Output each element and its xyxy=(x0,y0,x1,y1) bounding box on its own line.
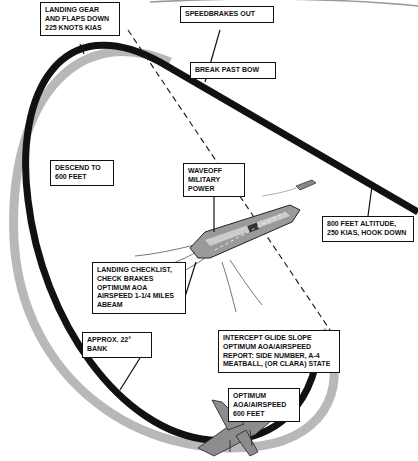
callout-text: DESCEND TO 600 FEET xyxy=(55,164,109,182)
callout-box: INTERCEPT GLIDE SLOPE OPTIMUM AOA/AIRSPE… xyxy=(218,330,340,373)
callout-text: LANDING GEAR AND FLAPS DOWN 225 KNOTS KI… xyxy=(45,6,115,32)
callout-box: WAVEOFF MILITARY POWER xyxy=(183,163,245,197)
callout-text: 800 FEET ALTITUDE, 250 KIAS, HOOK DOWN xyxy=(327,220,409,238)
callout-box: 800 FEET ALTITUDE, 250 KIAS, HOOK DOWN xyxy=(322,216,414,242)
callout-text: OPTIMUM AOA/AIRSPEED 600 FEET xyxy=(233,392,295,418)
inner-pattern xyxy=(26,45,418,440)
callout-box: LANDING GEAR AND FLAPS DOWN 225 KNOTS KI… xyxy=(40,2,120,36)
callout-text: LANDING CHECKLIST, CHECK BRAKES OPTIMUM … xyxy=(97,266,181,310)
callout-text: SPEEDBRAKES OUT xyxy=(185,10,269,19)
callout-box: OPTIMUM AOA/AIRSPEED 600 FEET xyxy=(228,388,300,422)
callout-text: BREAK PAST BOW xyxy=(195,66,271,75)
callout-box: DESCEND TO 600 FEET xyxy=(50,160,114,186)
callout-text: INTERCEPT GLIDE SLOPE OPTIMUM AOA/AIRSPE… xyxy=(223,334,335,369)
callout-box: SPEEDBRAKES OUT xyxy=(180,6,274,23)
carrier xyxy=(190,205,300,258)
callout-box: APPROX. 22° BANK xyxy=(82,332,152,358)
callout-text: APPROX. 22° BANK xyxy=(87,336,147,354)
outer-pattern xyxy=(14,52,335,448)
callout-box: BREAK PAST BOW xyxy=(190,62,276,79)
leader-lines xyxy=(80,30,372,390)
escort-boat xyxy=(262,180,316,196)
callout-text: WAVEOFF MILITARY POWER xyxy=(188,167,240,193)
callout-box: LANDING CHECKLIST, CHECK BRAKES OPTIMUM … xyxy=(92,262,186,314)
